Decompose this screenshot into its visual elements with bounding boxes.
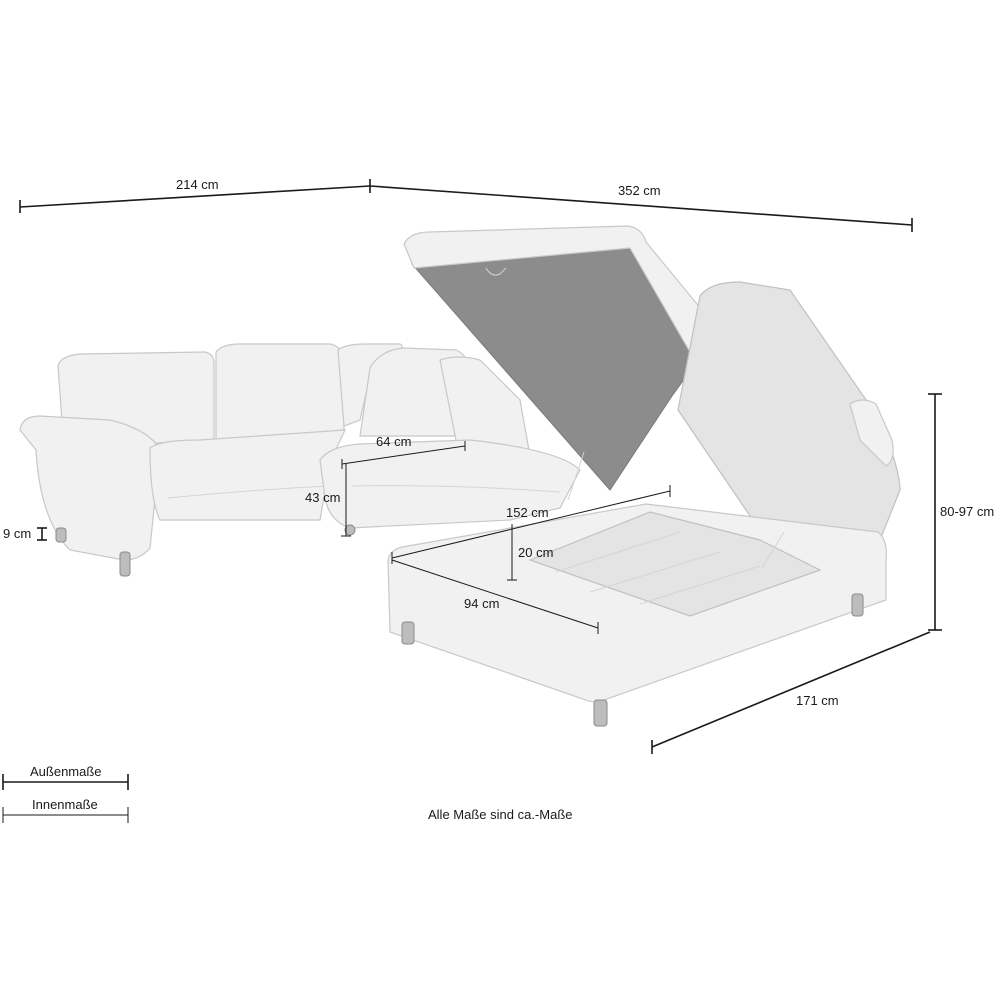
legend: Außenmaße Innenmaße bbox=[2, 764, 129, 823]
label-storage-length: 152 cm bbox=[506, 505, 549, 520]
storage-interior bbox=[528, 511, 822, 617]
dimension-labels: 214 cm 352 cm 80-97 cm 171 cm 64 cm 43 c… bbox=[3, 177, 994, 708]
leg bbox=[593, 699, 608, 727]
outer-dimensions bbox=[19, 179, 942, 754]
label-leg-height: 9 cm bbox=[3, 526, 31, 541]
leg bbox=[55, 527, 67, 543]
dim-line-214 bbox=[19, 185, 371, 208]
label-seat-depth: 64 cm bbox=[376, 434, 411, 449]
label-storage-width: 94 cm bbox=[464, 596, 499, 611]
dim-line-64 bbox=[341, 445, 466, 465]
label-width-left: 214 cm bbox=[176, 177, 219, 192]
label-depth: 171 cm bbox=[796, 693, 839, 708]
label-seat-height: 43 cm bbox=[305, 490, 340, 505]
footer-note: Alle Maße sind ca.-Maße bbox=[428, 807, 573, 822]
leg bbox=[401, 621, 415, 645]
leg bbox=[851, 593, 864, 617]
dim-line-152 bbox=[391, 490, 671, 559]
legend-inner-label: Innenmaße bbox=[32, 797, 98, 812]
castor-wheel bbox=[344, 524, 356, 536]
corner-seat bbox=[319, 439, 581, 529]
legend-outer-label: Außenmaße bbox=[30, 764, 102, 779]
middle-backrest bbox=[215, 343, 345, 441]
dim-line-352 bbox=[369, 185, 913, 226]
label-storage-depth: 20 cm bbox=[518, 545, 553, 560]
left-armrest bbox=[19, 415, 161, 561]
label-width-right: 352 cm bbox=[618, 183, 661, 198]
left-seat bbox=[149, 429, 346, 521]
sofa-illustration bbox=[19, 225, 901, 727]
label-height: 80-97 cm bbox=[940, 504, 994, 519]
dim-line-171 bbox=[651, 631, 931, 748]
right-backrest bbox=[439, 356, 531, 457]
right-armrest-pillow bbox=[849, 399, 894, 467]
dim-line-94 bbox=[391, 559, 599, 629]
inner-dimensions bbox=[341, 441, 671, 634]
leg bbox=[119, 551, 131, 577]
